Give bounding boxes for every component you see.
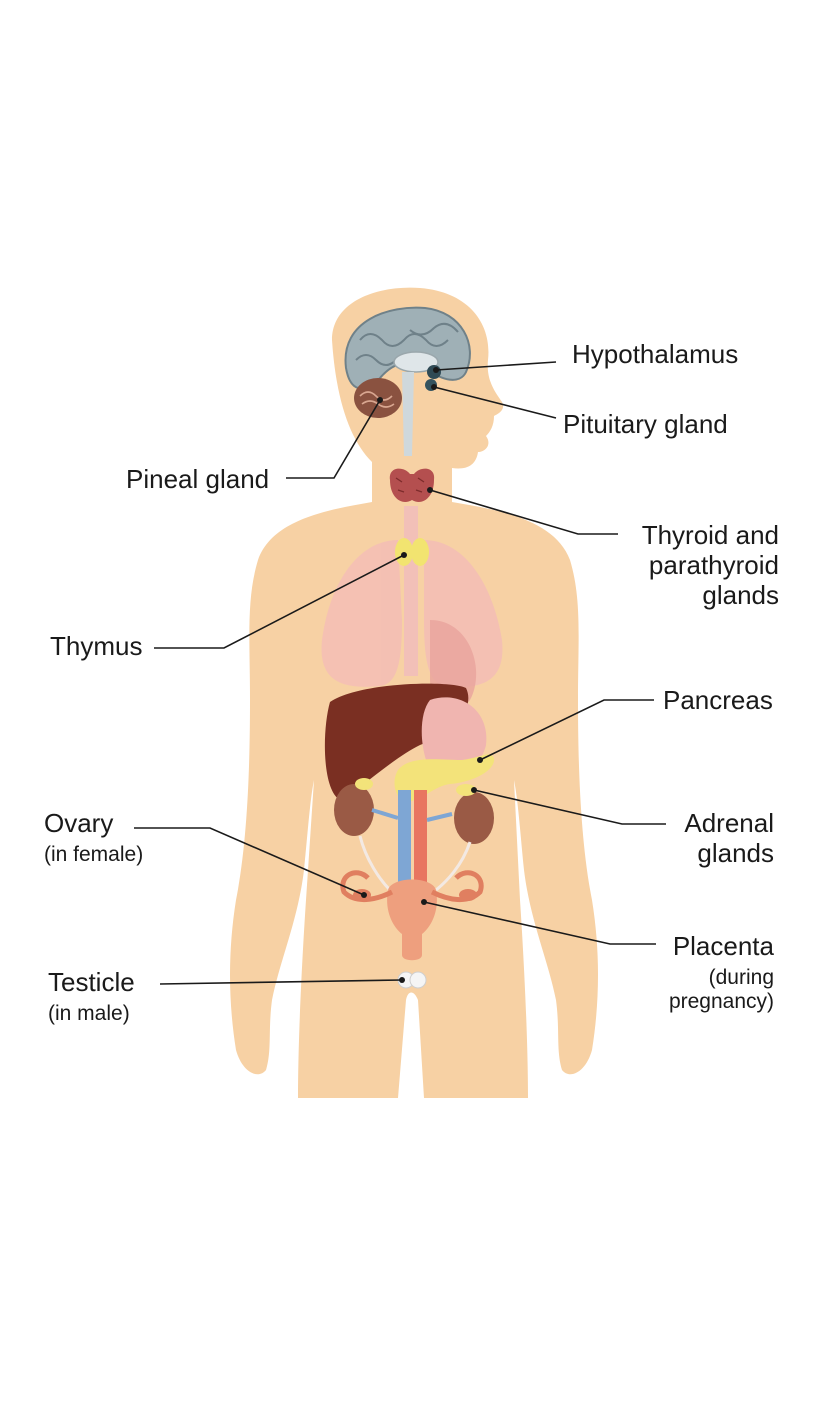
pancreas-gland [394, 754, 495, 802]
thyroid-gland [389, 468, 435, 502]
renal-vessels [371, 808, 453, 822]
ureters [358, 835, 472, 892]
label-thyroid-parathyroid: Thyroid and parathyroid glands [642, 520, 779, 610]
label-hypothalamus: Hypothalamus [572, 339, 739, 369]
label-ovary-note: (in female) [44, 843, 144, 866]
label-placenta-note: (during pregnancy) [669, 966, 774, 1014]
aorta [414, 790, 427, 900]
leader-testicle [159, 979, 403, 985]
leader-pineal [286, 399, 381, 479]
label-adrenal-line-2: glands [697, 838, 774, 868]
label-placenta-note-line-2: pregnancy) [668, 990, 774, 1013]
adrenal-right [456, 784, 476, 796]
leader-thyroid [429, 489, 618, 535]
stomach [421, 697, 487, 775]
adrenal-left [355, 778, 373, 790]
leader-ovary [134, 827, 365, 896]
label-pituitary-gland: Pituitary gland [563, 409, 728, 439]
label-thyroid-line-2: parathyroid [648, 550, 779, 580]
label-thymus: Thymus [50, 631, 143, 661]
label-ovary: Ovary [44, 808, 114, 838]
label-pancreas: Pancreas [663, 685, 773, 715]
trachea [404, 506, 418, 676]
leader-lines [134, 361, 666, 985]
kidney-right [454, 792, 494, 844]
label-pineal-gland: Pineal gland [126, 464, 270, 494]
ovary-right [459, 889, 477, 901]
leader-adrenal [473, 789, 666, 825]
leader-thymus [154, 554, 405, 649]
leader-hypothalamus [435, 361, 557, 371]
label-placenta: Placenta [672, 931, 774, 961]
label-adrenal-glands: Adrenal glands [684, 808, 774, 868]
label-thyroid-line-1: Thyroid and [641, 520, 779, 550]
label-testicle: Testicle [48, 967, 135, 997]
leader-dots [361, 367, 483, 983]
leader-pituitary [433, 386, 557, 419]
label-placenta-note-line-1: (during [708, 966, 774, 989]
leader-pancreas [479, 699, 654, 761]
label-adrenal-line-1: Adrenal [684, 808, 774, 838]
leader-placenta [423, 901, 656, 945]
brain-stem [402, 372, 414, 456]
testicles [397, 971, 427, 989]
kidney-left [334, 784, 374, 836]
vena-cava [398, 790, 411, 900]
label-thyroid-line-3: glands [702, 580, 779, 610]
label-testicle-note: (in male) [48, 1002, 130, 1025]
